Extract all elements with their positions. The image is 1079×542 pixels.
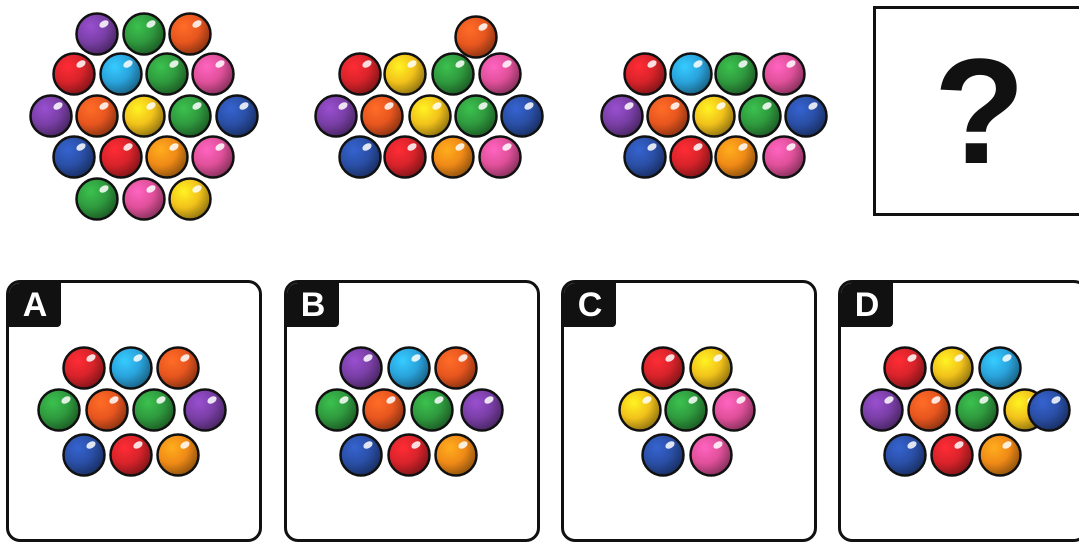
option-d-label: D	[841, 283, 893, 327]
ball-blue	[338, 432, 384, 478]
ball-red	[382, 134, 428, 180]
option-b-label: B	[287, 283, 339, 327]
ball-green	[713, 51, 759, 97]
ball-amber	[977, 432, 1023, 478]
ball-pink	[761, 134, 807, 180]
ball-blue	[61, 432, 107, 478]
ball-amber	[433, 432, 479, 478]
ball-purple	[74, 11, 120, 57]
ball-red	[61, 345, 107, 391]
ball-purple	[859, 387, 905, 433]
ball-amber	[713, 134, 759, 180]
ball-green	[430, 51, 476, 97]
ball-amber	[155, 432, 201, 478]
ball-pink	[190, 51, 236, 97]
ball-blue	[337, 134, 383, 180]
ball-blue	[499, 93, 545, 139]
ball-red	[98, 134, 144, 180]
ball-red	[622, 51, 668, 97]
option-a-label: A	[9, 283, 61, 327]
ball-orange	[906, 387, 952, 433]
ball-blue	[51, 134, 97, 180]
ball-green	[409, 387, 455, 433]
ball-orange	[167, 11, 213, 57]
ball-purple	[28, 93, 74, 139]
ball-yellow	[167, 176, 213, 222]
ball-purple	[338, 345, 384, 391]
ball-purple	[182, 387, 228, 433]
ball-orange	[84, 387, 130, 433]
ball-cyan	[977, 345, 1023, 391]
option-b-card[interactable]: B	[284, 280, 540, 542]
missing-figure-box: ?	[873, 6, 1079, 216]
ball-pink	[688, 432, 734, 478]
ball-red	[882, 345, 928, 391]
ball-green	[954, 387, 1000, 433]
ball-cyan	[108, 345, 154, 391]
ball-yellow	[929, 345, 975, 391]
ball-orange	[645, 93, 691, 139]
ball-orange	[74, 93, 120, 139]
ball-red	[337, 51, 383, 97]
ball-green	[737, 93, 783, 139]
ball-purple	[459, 387, 505, 433]
ball-red	[108, 432, 154, 478]
option-c-card[interactable]: C	[561, 280, 817, 542]
ball-blue	[882, 432, 928, 478]
ball-purple	[313, 93, 359, 139]
ball-pink	[477, 51, 523, 97]
ball-pink	[121, 176, 167, 222]
option-c-label: C	[564, 283, 616, 327]
ball-yellow	[617, 387, 663, 433]
ball-green	[144, 51, 190, 97]
ball-green	[121, 11, 167, 57]
ball-orange	[155, 345, 201, 391]
ball-yellow	[121, 93, 167, 139]
ball-red	[929, 432, 975, 478]
ball-green	[36, 387, 82, 433]
ball-yellow	[407, 93, 453, 139]
ball-blue	[1026, 387, 1072, 433]
ball-amber	[144, 134, 190, 180]
ball-red	[51, 51, 97, 97]
ball-orange	[433, 345, 479, 391]
ball-green	[167, 93, 213, 139]
ball-blue	[783, 93, 829, 139]
ball-red	[386, 432, 432, 478]
ball-red	[668, 134, 714, 180]
option-d-card[interactable]: D	[838, 280, 1079, 542]
ball-pink	[477, 134, 523, 180]
ball-red	[640, 345, 686, 391]
ball-amber	[430, 134, 476, 180]
ball-orange	[361, 387, 407, 433]
ball-blue	[640, 432, 686, 478]
ball-green	[314, 387, 360, 433]
ball-orange	[453, 14, 499, 60]
ball-green	[74, 176, 120, 222]
ball-blue	[214, 93, 260, 139]
ball-purple	[599, 93, 645, 139]
ball-yellow	[691, 93, 737, 139]
ball-green	[663, 387, 709, 433]
ball-pink	[190, 134, 236, 180]
option-a-card[interactable]: A	[6, 280, 262, 542]
ball-yellow	[688, 345, 734, 391]
ball-cyan	[98, 51, 144, 97]
ball-pink	[761, 51, 807, 97]
ball-yellow	[382, 51, 428, 97]
ball-green	[453, 93, 499, 139]
ball-cyan	[386, 345, 432, 391]
ball-blue	[622, 134, 668, 180]
ball-green	[131, 387, 177, 433]
question-mark: ?	[933, 27, 1026, 195]
ball-pink	[711, 387, 757, 433]
ball-cyan	[668, 51, 714, 97]
ball-orange	[359, 93, 405, 139]
